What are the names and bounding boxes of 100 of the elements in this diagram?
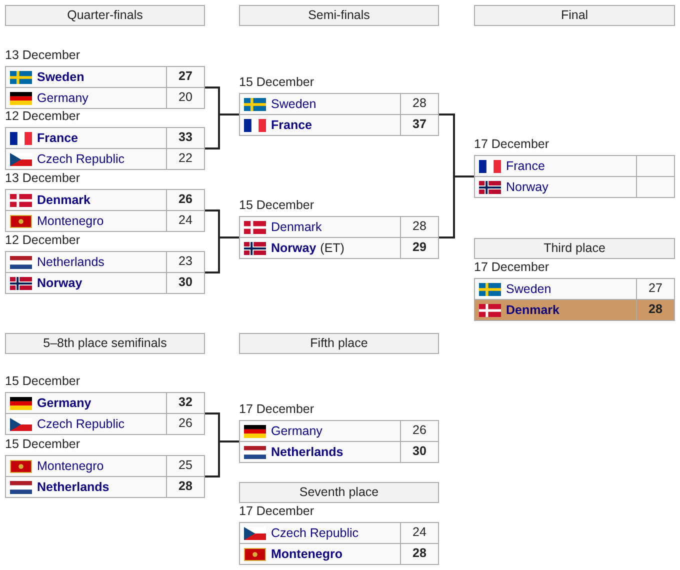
match-table xyxy=(5,127,205,170)
score: 24 xyxy=(178,213,192,228)
team-row xyxy=(6,413,204,434)
score: 26 xyxy=(178,416,192,431)
team-row xyxy=(6,190,204,210)
score: 28 xyxy=(412,219,426,234)
score: 28 xyxy=(178,479,192,494)
match-date: 12 December xyxy=(5,233,80,248)
team-name: Sweden xyxy=(37,70,84,84)
match-table xyxy=(239,420,439,463)
team-row xyxy=(240,94,438,114)
team-name: Czech Republic xyxy=(37,416,125,432)
team-name: Norway xyxy=(271,240,316,256)
match-date: 17 December xyxy=(474,260,550,275)
team-row xyxy=(240,421,438,441)
round-header: Fifth place xyxy=(239,333,439,354)
team-row xyxy=(6,476,204,497)
match-note: (ET) xyxy=(320,240,344,256)
team-row xyxy=(475,156,674,176)
match-date: 17 December xyxy=(239,504,314,519)
team-name: Norway xyxy=(506,180,548,194)
team-name: Netherlands xyxy=(37,254,104,270)
team-name: Germany xyxy=(37,90,88,106)
team-row xyxy=(6,87,204,108)
team-name: Czech Republic xyxy=(37,152,125,166)
team-name: France xyxy=(37,130,78,146)
match-date: 15 December xyxy=(239,198,314,213)
match-table xyxy=(5,251,205,294)
score: 26 xyxy=(412,423,426,438)
team-row xyxy=(475,176,674,197)
team-name: Sweden xyxy=(271,96,316,112)
score: 20 xyxy=(178,90,192,105)
team-row xyxy=(6,272,204,293)
team-name: Czech Republic xyxy=(271,526,359,540)
team-row xyxy=(6,128,204,148)
bracket-line xyxy=(439,176,474,238)
team-row xyxy=(240,237,438,258)
score: 33 xyxy=(178,130,192,145)
team-name: Sweden xyxy=(506,282,552,296)
bracket-line xyxy=(205,440,239,478)
team-row xyxy=(240,114,438,135)
team-row xyxy=(240,523,438,543)
team-name: Montenegro xyxy=(271,546,343,562)
match-date: 17 December xyxy=(474,137,550,152)
score: 27 xyxy=(178,69,192,84)
team-row xyxy=(6,252,204,272)
match-table xyxy=(474,155,675,198)
team-name: Montenegro xyxy=(37,214,104,228)
match-date: 15 December xyxy=(5,374,80,389)
score: 28 xyxy=(412,546,426,561)
score: 22 xyxy=(178,151,192,166)
match-date: 13 December xyxy=(5,48,80,63)
match-table xyxy=(5,455,205,498)
team-name: Denmark xyxy=(37,192,90,208)
score: 25 xyxy=(178,458,192,473)
round-header: Quarter-finals xyxy=(5,5,205,26)
match-date: 15 December xyxy=(239,75,314,90)
team-row xyxy=(240,543,438,564)
match-date: 12 December xyxy=(5,109,80,124)
match-table xyxy=(5,392,205,435)
score: 37 xyxy=(412,117,426,132)
team-name: Netherlands xyxy=(37,480,110,494)
team-row xyxy=(6,210,204,231)
score: 28 xyxy=(648,302,662,317)
round-header: Third place xyxy=(474,238,675,259)
team-row xyxy=(240,217,438,237)
match-table xyxy=(239,216,439,259)
team-row xyxy=(6,67,204,87)
score: 27 xyxy=(648,281,662,296)
match-date: 13 December xyxy=(5,171,80,186)
team-name: Denmark xyxy=(271,220,322,234)
team-row xyxy=(475,279,674,299)
score: 28 xyxy=(412,96,426,111)
match-table xyxy=(239,522,439,565)
round-header: Final xyxy=(474,5,675,26)
round-header: Seventh place xyxy=(239,482,439,503)
team-row xyxy=(240,441,438,462)
team-name: Germany xyxy=(271,424,322,438)
bracket-line xyxy=(205,114,239,150)
team-row xyxy=(6,148,204,169)
match-date: 15 December xyxy=(5,437,80,452)
team-name: Montenegro xyxy=(37,458,104,474)
team-name: France xyxy=(506,158,545,174)
score: 26 xyxy=(178,192,192,207)
team-row xyxy=(6,456,204,476)
round-header: 5–8th place semifinals xyxy=(5,333,205,354)
team-name: Germany xyxy=(37,396,92,410)
team-name: France xyxy=(271,118,312,132)
score: 29 xyxy=(412,240,426,255)
score: 24 xyxy=(412,525,426,540)
team-name: Denmark xyxy=(506,302,560,318)
score: 30 xyxy=(178,275,192,290)
bracket-line xyxy=(205,236,239,274)
score: 32 xyxy=(178,395,192,410)
team-name: Norway xyxy=(37,276,82,290)
match-table xyxy=(239,93,439,136)
team-row xyxy=(475,299,674,320)
match-date: 17 December xyxy=(239,402,314,417)
match-table xyxy=(474,278,675,321)
team-name: Netherlands xyxy=(271,444,344,460)
